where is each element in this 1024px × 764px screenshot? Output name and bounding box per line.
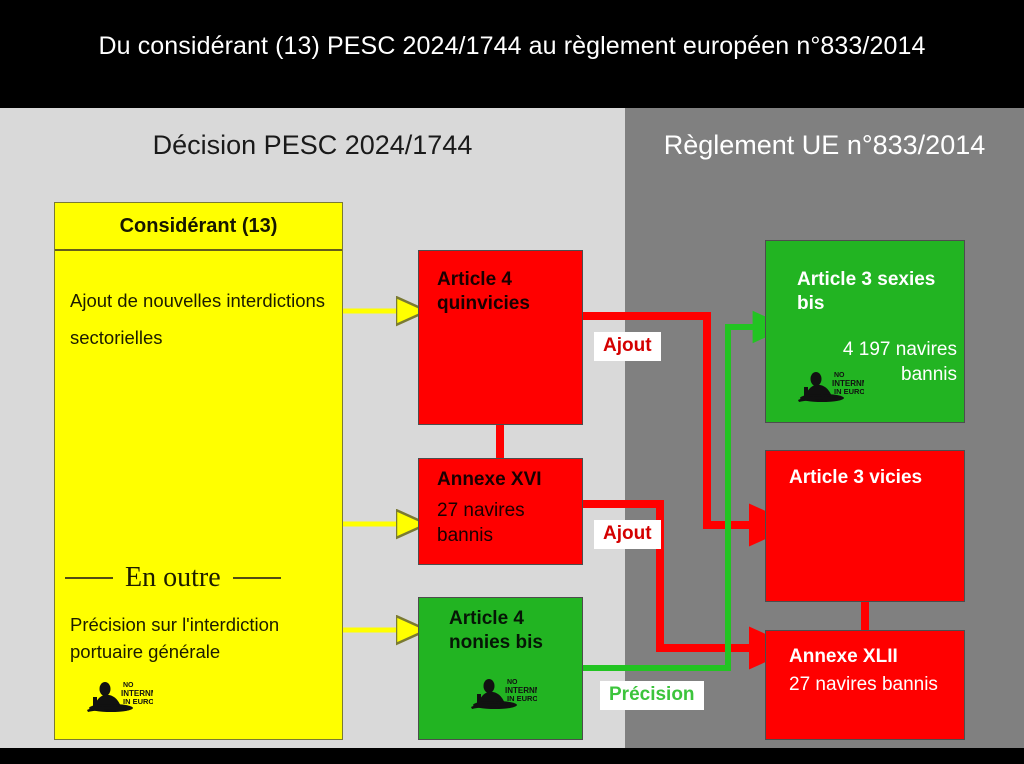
no-internment-in-europe-logo-icon: NO INTERNMENT IN EUROPE	[87, 682, 153, 712]
svg-text:INTERNMENT: INTERNMENT	[832, 379, 864, 388]
divider-label: En outre	[125, 562, 221, 593]
svg-text:IN EUROPE: IN EUROPE	[123, 697, 153, 706]
box-article-4-quinvicies[interactable]: Article 4 quinvicies	[418, 250, 583, 425]
box-article-3-sexies-bis[interactable]: Article 3 sexies bis 4 197 navires banni…	[765, 240, 965, 423]
svg-text:NO: NO	[834, 372, 845, 379]
box-article-4-nonies-bis[interactable]: Article 4 nonies bis NO INTERNMENT IN EU…	[418, 597, 583, 740]
box-article-3-vicies-title: Article 3 vicies	[789, 467, 923, 488]
box-annexe-xlii-subtitle: 27 navires bannis	[789, 674, 938, 695]
panel-right-heading: Règlement UE n°833/2014	[663, 130, 986, 160]
svg-text:IN EUROPE: IN EUROPE	[507, 694, 537, 703]
svg-text:IN EUROPE: IN EUROPE	[834, 387, 864, 396]
panel-left-heading: Décision PESC 2024/1744	[152, 130, 473, 160]
considerant-divider: En outre	[65, 561, 334, 595]
box-article-3-sexies-bis-subtitle: 4 197 navires bannis	[842, 339, 957, 385]
considerant-header-label: Considérant (13)	[119, 214, 278, 237]
box-article-4-nonies-bis-title: Article 4 nonies bis	[449, 608, 543, 654]
connector-label-precision: Précision	[600, 681, 704, 710]
no-internment-in-europe-logo-icon: NO INTERNMENT IN EUROPE	[471, 679, 537, 709]
box-article-3-vicies[interactable]: Article 3 vicies	[765, 450, 965, 602]
box-article-3-sexies-bis-title: Article 3 sexies bis	[797, 269, 936, 315]
page-title: Du considérant (13) PESC 2024/1744 au rè…	[98, 32, 926, 60]
svg-text:INTERNMENT: INTERNMENT	[505, 686, 537, 695]
connector-label-ajout-2: Ajout	[594, 520, 661, 549]
connector-label-ajout-1: Ajout	[594, 332, 661, 361]
considerant-header: Considérant (13)	[55, 203, 342, 251]
divider-rule-left	[65, 577, 113, 579]
considerant-paragraph-1: Ajout de nouvelles interdictions sectori…	[70, 290, 326, 348]
box-article-4-quinvicies-title: Article 4 quinvicies	[437, 269, 530, 315]
title-bar: Du considérant (13) PESC 2024/1744 au rè…	[0, 0, 1024, 108]
box-considerant-13[interactable]: Considérant (13) Ajout de nouvelles inte…	[54, 202, 343, 740]
box-annexe-xlii[interactable]: Annexe XLII 27 navires bannis	[765, 630, 965, 740]
no-internment-in-europe-logo-icon: NO INTERNMENT IN EUROPE	[798, 372, 864, 402]
box-annexe-xvi-title: Annexe XVI	[437, 469, 542, 490]
divider-rule-right	[232, 577, 281, 579]
svg-text:NO: NO	[507, 679, 518, 686]
considerant-paragraph-2: Précision sur l'interdiction portuaire g…	[70, 614, 280, 663]
box-annexe-xlii-title: Annexe XLII	[789, 646, 898, 667]
svg-text:NO: NO	[123, 682, 134, 689]
box-annexe-xvi-subtitle: 27 navires bannis	[437, 500, 525, 546]
box-annexe-xvi[interactable]: Annexe XVI 27 navires bannis	[418, 458, 583, 565]
svg-text:INTERNMENT: INTERNMENT	[121, 689, 153, 698]
